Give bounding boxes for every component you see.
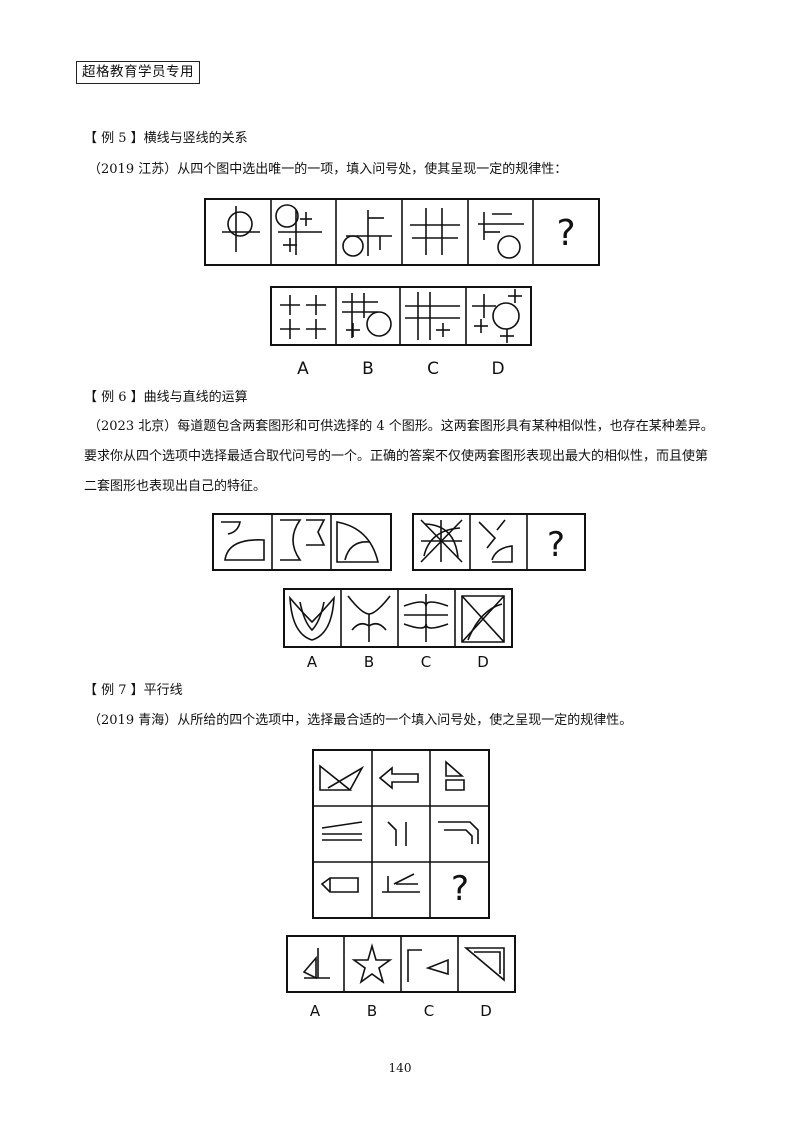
option-label-c: C: [421, 653, 431, 671]
option-label-b: B: [362, 359, 374, 379]
question-mark: ?: [547, 525, 565, 565]
option-label-c: C: [424, 1002, 434, 1020]
example5-question-figure: ?: [204, 198, 600, 266]
example7-question-figure: ?: [312, 749, 490, 919]
example6-options-figure: A B C D: [283, 588, 513, 671]
example6-title: 【 例 6 】曲线与直线的运算: [84, 390, 248, 405]
example7-options-figure: A B C D: [286, 935, 516, 1020]
option-label-b: B: [367, 1002, 377, 1020]
option-label-a: A: [310, 1002, 321, 1020]
option-label-a: A: [307, 653, 318, 671]
option-label-d: D: [491, 359, 504, 379]
example6-question: （2023 北京）每道题包含两套图形和可供选择的 4 个图形。这两套图形具有某种…: [84, 412, 738, 502]
option-label-a: A: [297, 359, 309, 379]
example7-title: 【 例 7 】平行线: [84, 683, 183, 698]
header-tag: 超格教育学员专用: [76, 61, 200, 84]
example7-question: （2019 青海）从所给的四个选项中，选择最合适的一个填入问号处，使之呈现一定的…: [88, 713, 633, 728]
question-mark: ?: [451, 869, 469, 909]
example6-question-line2: 要求你从四个选项中选择最适合取代问号的一个。正确的答案不仅使两套图形表现出最大的…: [84, 449, 709, 464]
example5-options-figure: A B C D: [270, 286, 532, 379]
option-label-d: D: [477, 653, 489, 671]
option-label-b: B: [364, 653, 374, 671]
example5-title: 【 例 5 】横线与竖线的关系: [84, 131, 248, 146]
page-number: 140: [388, 1061, 412, 1075]
option-label-d: D: [480, 1002, 492, 1020]
example6-question-line1: （2023 北京）每道题包含两套图形和可供选择的 4 个图形。这两套图形具有某种…: [88, 419, 714, 434]
option-label-c: C: [427, 359, 439, 379]
example6-question-line3: 二套图形也表现出自己的特征。: [84, 479, 267, 494]
example6-question-figure: ?: [212, 513, 586, 571]
example5-question: （2019 江苏）从四个图中选出唯一的一项，填入问号处，使其呈现一定的规律性：: [88, 162, 568, 177]
question-mark: ?: [556, 213, 575, 254]
